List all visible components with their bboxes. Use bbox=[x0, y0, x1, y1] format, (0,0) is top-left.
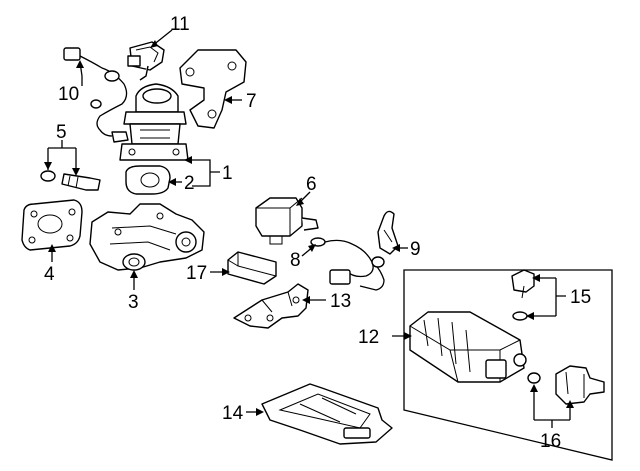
part-14-skid-plate[interactable] bbox=[261, 383, 393, 445]
part-16-connector[interactable] bbox=[527, 365, 605, 405]
callout-5: 5 bbox=[56, 122, 67, 143]
part-6-solenoid[interactable] bbox=[255, 197, 319, 245]
part-10-sensor-harness[interactable] bbox=[63, 47, 129, 143]
part-15-valve[interactable] bbox=[511, 269, 535, 321]
callout-17: 17 bbox=[186, 263, 207, 284]
callout-12: 12 bbox=[358, 327, 379, 348]
callout-2: 2 bbox=[184, 173, 195, 194]
part-3-housing[interactable] bbox=[89, 203, 205, 271]
callout-7: 7 bbox=[246, 91, 257, 112]
callout-15: 15 bbox=[570, 287, 591, 308]
callout-4: 4 bbox=[44, 264, 55, 285]
part-2-gasket[interactable] bbox=[125, 165, 171, 195]
part-8-sensor-cable[interactable] bbox=[310, 237, 385, 291]
callout-6: 6 bbox=[306, 174, 317, 195]
part-5-sensor[interactable] bbox=[40, 170, 101, 191]
part-12-canister[interactable] bbox=[409, 311, 527, 383]
part-4-gasket-plate[interactable] bbox=[21, 199, 83, 251]
callout-14: 14 bbox=[222, 403, 244, 424]
part-13-bracket[interactable] bbox=[233, 283, 309, 329]
callout-11: 11 bbox=[170, 14, 190, 35]
canister-group-box bbox=[403, 269, 613, 461]
part-7-bracket[interactable] bbox=[179, 49, 247, 129]
part-1-egr-valve[interactable] bbox=[119, 83, 189, 161]
callout-13: 13 bbox=[330, 291, 351, 312]
callout-3: 3 bbox=[128, 292, 139, 313]
callout-8: 8 bbox=[290, 250, 301, 271]
part-11-connector[interactable] bbox=[127, 41, 165, 81]
callout-9: 9 bbox=[410, 239, 421, 260]
part-17-pad[interactable] bbox=[227, 251, 277, 285]
callout-10: 10 bbox=[58, 84, 79, 105]
callout-1: 1 bbox=[222, 163, 233, 184]
callout-16: 16 bbox=[540, 431, 561, 452]
